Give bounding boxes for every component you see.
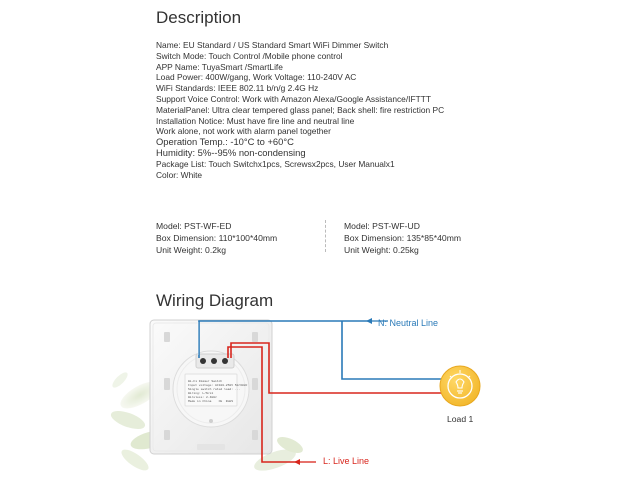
spec-item: Operation Temp.: -10°C to +60°C	[156, 136, 294, 148]
model-spec-right: Model: PST-WF-UD Box Dimension: 135*85*4…	[344, 220, 461, 256]
spec-item: Work alone, not work with alarm panel to…	[156, 126, 331, 137]
spec-item: Support Voice Control: Work with Amazon …	[156, 93, 431, 104]
spec-list: Name: EU Standard / US Standard Smart Wi…	[156, 40, 444, 180]
spec-item: Humidity: 5%--95% non-condensing	[156, 146, 306, 158]
wiring-diagram-title: Wiring Diagram	[156, 291, 274, 310]
neutral-line-label: N: Neutral Line	[378, 318, 439, 328]
spec-item: Name: EU Standard / US Standard Smart Wi…	[156, 40, 389, 50]
load-label: Load 1	[447, 414, 474, 424]
spec-item: Load Power: 400W/gang, Work Voltage: 110…	[156, 72, 357, 83]
spec-item: WiFi Standards: IEEE 802.11 b/n/g 2.4G H…	[156, 83, 319, 94]
arrow-left-icon	[366, 318, 388, 324]
model-name: Model: PST-WF-UD	[344, 221, 420, 231]
arrow-left-icon	[294, 459, 316, 465]
spec-item: Installation Notice: Must have fire line…	[156, 115, 355, 126]
spec-item: Color: White	[156, 169, 203, 180]
spec-item: Package List: Touch Switchx1pcs, Screwsx…	[156, 158, 395, 169]
switch-label-sticker: Wi-Fi Dimmer Switch Input voltage: AC100…	[188, 380, 248, 403]
spec-item: Switch Mode: Touch Control /Mobile phone…	[156, 50, 343, 61]
switch-panel	[149, 319, 273, 455]
description-title: Description	[156, 8, 242, 27]
spec-item: APP Name: TuyaSmart /SmartLife	[156, 61, 283, 72]
column-divider	[325, 220, 326, 252]
model-spec-left: Model: PST-WF-ED Box Dimension: 110*100*…	[156, 220, 277, 256]
unit-weight: Unit Weight: 0.25kg	[344, 245, 419, 255]
box-dimension: Box Dimension: 135*85*40mm	[344, 233, 462, 243]
live-line-label: L: Live Line	[323, 456, 370, 466]
box-dimension: Box Dimension: 110*100*40mm	[156, 233, 278, 243]
spec-item: MaterialPanel: Ultra clear tempered glas…	[156, 104, 445, 115]
model-name: Model: PST-WF-ED	[156, 221, 232, 231]
light-bulb-icon	[439, 365, 481, 407]
unit-weight: Unit Weight: 0.2kg	[156, 245, 227, 255]
live-wire	[227, 342, 445, 463]
neutral-wire	[197, 320, 445, 380]
